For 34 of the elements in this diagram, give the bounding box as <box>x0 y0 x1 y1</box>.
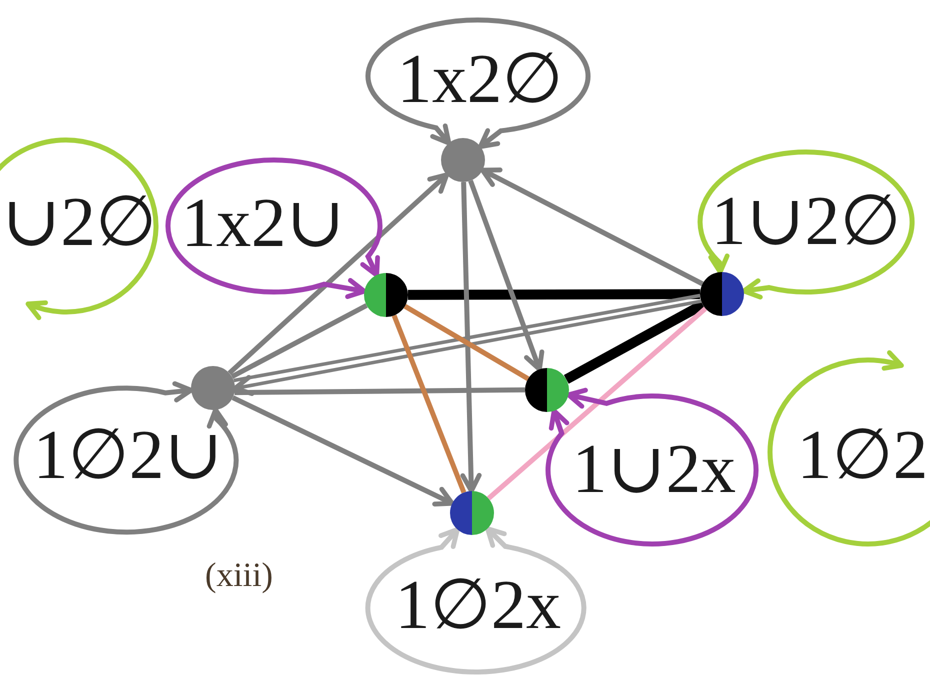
edge-label: 1∅2x <box>395 571 561 641</box>
arrow <box>460 182 482 494</box>
loop-arrow <box>698 150 915 300</box>
state-dot <box>441 138 485 182</box>
edge-label: 1∪2x <box>572 435 736 505</box>
connector-line <box>564 300 706 384</box>
state-dot <box>364 273 408 317</box>
panel-label: (xiii) <box>205 559 273 593</box>
connector-line <box>408 289 700 300</box>
state-dot <box>525 368 569 412</box>
arrow <box>468 180 544 372</box>
connector-line <box>404 304 530 381</box>
edge-label: 1∅2∪ <box>33 421 223 491</box>
state-label: ∪2∅ <box>2 188 157 258</box>
state-label: 1∅2 <box>797 421 928 491</box>
arrow <box>228 172 450 376</box>
edge-label: 1∪2∅ <box>711 187 901 257</box>
state-dot <box>700 272 744 316</box>
connector-line <box>392 314 466 494</box>
arrow <box>232 299 702 396</box>
arrow <box>480 168 704 286</box>
edge-label: 1x2∪ <box>181 189 345 259</box>
connector-line <box>233 294 700 382</box>
connector-line <box>230 303 368 379</box>
arrow <box>232 395 455 506</box>
loop-arrow <box>166 158 382 300</box>
edge-label: 1x2∅ <box>397 45 563 115</box>
loop-arrow <box>14 381 239 534</box>
loop-arrow <box>365 526 586 674</box>
connector-line <box>234 387 526 396</box>
state-dot <box>450 491 494 535</box>
connector-line <box>486 306 708 500</box>
loop-arrow <box>546 388 758 546</box>
loop-arrow <box>366 18 590 149</box>
